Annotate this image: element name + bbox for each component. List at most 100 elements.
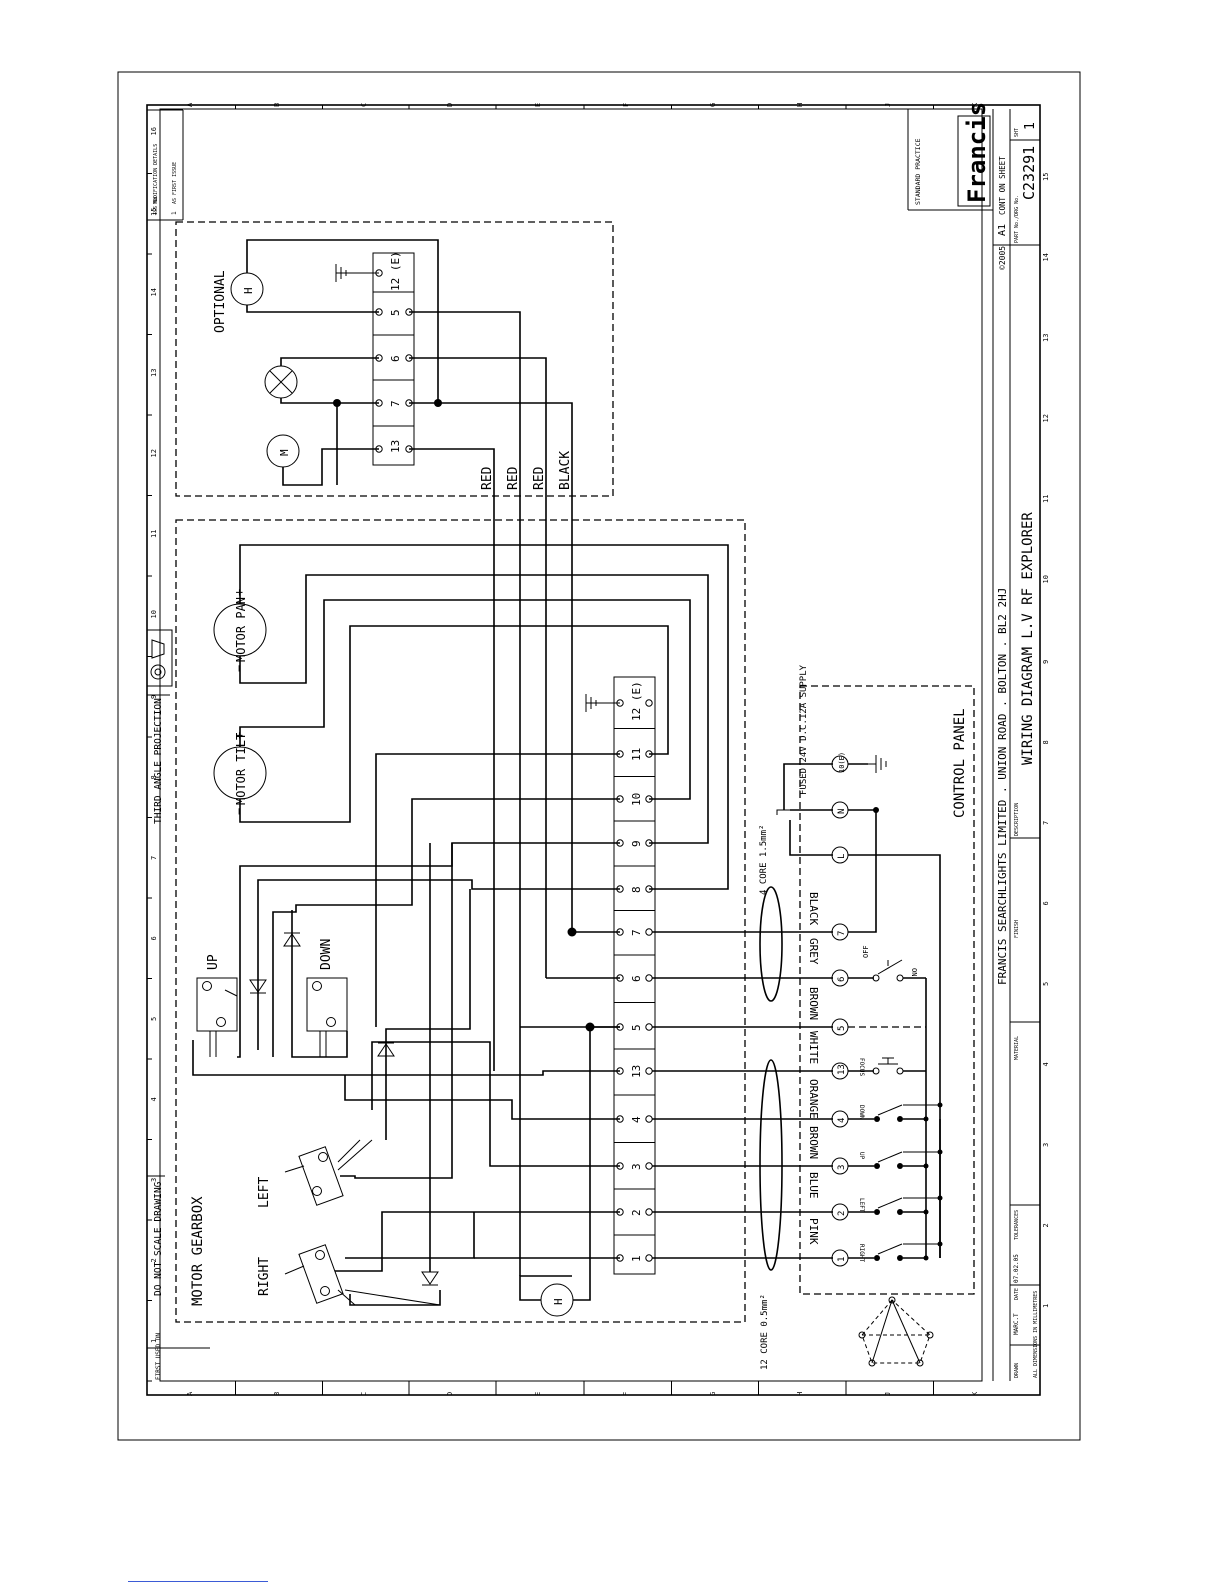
brand-logo: Francis	[963, 102, 991, 203]
date-label: DATE	[1014, 1288, 1020, 1300]
optional-terminal-label: 13	[389, 440, 402, 453]
switch-contact-icon	[897, 1116, 903, 1122]
grid-number-left: 12	[150, 449, 158, 457]
optional-terminal-label: 6	[389, 355, 402, 362]
switch-lever	[877, 1197, 903, 1209]
switch-contact-icon	[874, 1116, 880, 1122]
panel-terminal-label: N	[837, 809, 847, 814]
company-address: FRANCIS SEARCHLIGHTS LIMITED . UNION ROA…	[996, 588, 1009, 985]
grid-letter-top: D	[446, 103, 454, 107]
grid-number-left: 7	[150, 856, 158, 860]
terminal-screw-icon	[645, 974, 653, 982]
wire-label-black: BLACK	[558, 451, 573, 490]
motor-gearbox-title: MOTOR GEARBOX	[190, 1196, 206, 1306]
grid-number-left: 4	[150, 1097, 158, 1101]
grid-letter-bottom: J	[884, 1392, 892, 1396]
grid-letter-top: F	[622, 103, 630, 107]
switch-lever	[877, 1151, 903, 1163]
do-not-scale-label: DO NOT SCALE DRAWING	[153, 1181, 164, 1296]
left-switch-label: LEFT	[257, 1177, 272, 1208]
grid-number-right: 6	[1042, 901, 1050, 905]
grid-number-right: 12	[1042, 414, 1050, 422]
motor-tilt-plus: +	[232, 732, 246, 739]
motor-pan-label: MOTOR PAN	[234, 597, 248, 662]
sheet-number: 1	[1023, 122, 1038, 130]
grid-number-left: 1	[150, 1339, 158, 1343]
panel-switch-label: DOWN	[858, 1105, 865, 1120]
grid-letter-bottom: E	[534, 1392, 542, 1396]
optional-terminal-label: 5	[389, 309, 402, 316]
grid-number-left: 3	[150, 1178, 158, 1182]
panel-terminal-label: 1	[837, 1257, 847, 1262]
terminal-screw-icon	[645, 1067, 653, 1075]
terminal-screw-icon	[645, 699, 653, 707]
switch-contact-icon	[897, 1209, 903, 1215]
grid-letter-bottom: A	[186, 1391, 194, 1396]
issue-number: 1	[171, 211, 178, 215]
panel-earth-icon	[868, 755, 887, 773]
grid-number-right: 4	[1042, 1062, 1050, 1066]
grid-number-left: 9	[150, 695, 158, 699]
drawing-description: WIRING DIAGRAM L.V RF EXPLORER	[1020, 512, 1036, 765]
down-limit-switch	[306, 977, 348, 1057]
up-limit-switch	[196, 977, 238, 1057]
date-value: 07.02.05	[1013, 1254, 1020, 1283]
panel-terminal-label: 13	[837, 1064, 847, 1075]
grid-number-left: 14	[150, 288, 158, 296]
grid-letter-bottom: D	[446, 1392, 454, 1396]
grid-number-left: 8	[150, 775, 158, 779]
grid-number-left: 11	[150, 530, 158, 538]
wire-label-red-3: RED	[532, 466, 547, 490]
earth-icon	[335, 264, 379, 282]
optional-motor-label: M	[278, 449, 291, 456]
gearbox-terminal-label: 2	[630, 1209, 643, 1216]
grid-numbers: 1122334455667788991010111112121313141415…	[147, 127, 1050, 1382]
junction	[923, 1116, 929, 1122]
gearbox-terminal-label: 10	[630, 793, 643, 806]
grid-number-left: 6	[150, 936, 158, 940]
outer-border	[117, 71, 1081, 1441]
panel-terminal-label: 10(E)	[838, 752, 846, 773]
optional-terminal-block	[372, 252, 415, 466]
supply-label: FUSED 24V D.C.12A SUPPLY	[799, 664, 809, 795]
wire-colour-label: BROWN	[807, 1126, 820, 1159]
switch-lever	[877, 1243, 903, 1255]
switch-contact-icon	[874, 1255, 880, 1261]
wire-colour-label: GREY	[807, 938, 820, 965]
down-switch-label: DOWN	[319, 939, 334, 970]
wire-colour-label: PINK	[807, 1218, 820, 1245]
gearbox-terminal-label: 8	[630, 886, 643, 893]
grid-number-right: 3	[1042, 1143, 1050, 1147]
panel-terminal-label: 5	[837, 1026, 847, 1031]
focus-label: FOCUS	[858, 1058, 865, 1076]
motor-tilt-label: MOTOR TILT	[234, 733, 248, 805]
diode-left	[377, 1042, 395, 1057]
grid-number-right: 7	[1042, 821, 1050, 825]
inner-frame	[159, 108, 983, 1382]
grid-letter-bottom: C	[360, 1392, 368, 1396]
drawn-by: MARC.T	[1013, 1313, 1020, 1335]
grid-number-right: 9	[1042, 660, 1050, 664]
wire-colour-label: WHITE	[807, 1031, 820, 1064]
four-core-cable-label: 4 CORE 1.5mm²	[759, 825, 769, 895]
grid-number-right: 11	[1042, 495, 1050, 503]
cable-4-core	[759, 886, 783, 1002]
gearbox-terminal-label: 1	[630, 1255, 643, 1262]
part-no-label: PART No./DRG No.	[1014, 195, 1020, 243]
grid-number-left: 13	[150, 369, 158, 377]
wire-colour-label: BLUE	[807, 1172, 820, 1199]
grid-letter-top: A	[186, 102, 194, 107]
switch-contact-icon	[897, 1255, 903, 1261]
sheet-size: A1	[997, 224, 1008, 236]
gearbox-terminal-label: 7	[630, 929, 643, 936]
terminal-screw-icon	[645, 1208, 653, 1216]
gearbox-heater-label: H	[552, 1298, 565, 1305]
panel-terminal-label: L	[837, 854, 847, 859]
footer-link-underline	[128, 1581, 268, 1582]
switch-contact-icon	[874, 1163, 880, 1169]
grid-letter-bottom: G	[709, 1392, 717, 1396]
dimensions-note: ALL DIMENSIONS IN MILLIMETRES	[1033, 1291, 1039, 1378]
junction	[923, 1209, 929, 1215]
